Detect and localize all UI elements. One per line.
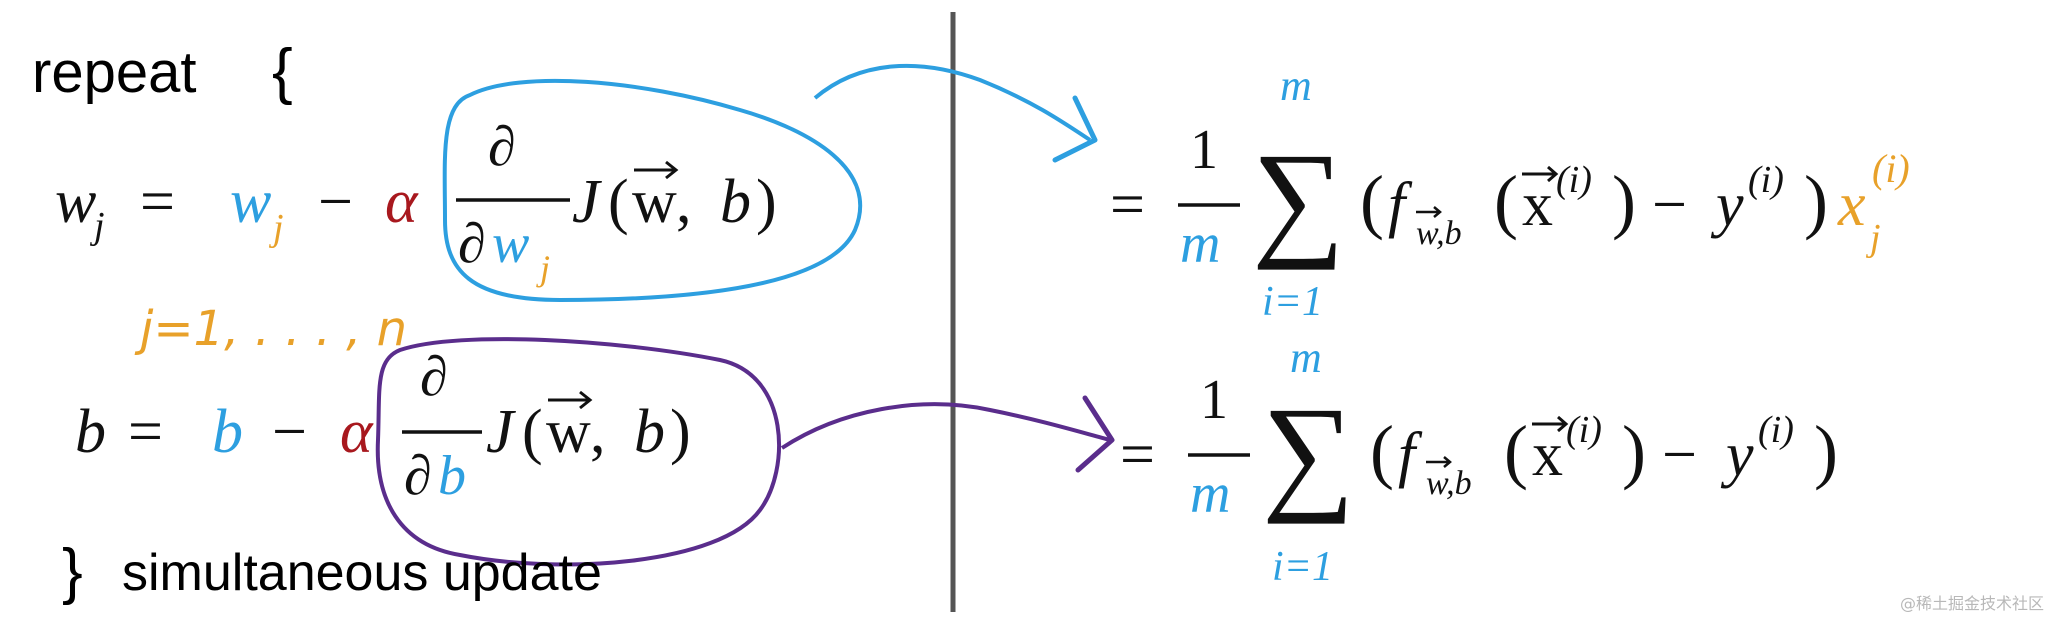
w-der-equals: = (1110, 171, 1145, 239)
w-der-x-sup: (i) (1556, 159, 1592, 201)
w-cost-J: J (572, 168, 602, 236)
w-cost-w: w (632, 168, 677, 236)
b-der-x-vector-arrow-icon (1532, 415, 1569, 433)
b-cost-b: b (634, 398, 665, 466)
w-der-x: x (1522, 171, 1553, 239)
b-der-m: m (1190, 463, 1230, 525)
j-range-text: j=1, . . . , n (134, 301, 407, 357)
b-der-minus: − (1662, 421, 1697, 489)
b-der-x: x (1532, 421, 1563, 489)
b-lhs: b (75, 398, 106, 466)
w-der-close: ) (1804, 161, 1828, 241)
w-derivative-equation: = 1 m m ∑ i=1 ( f w,b ( x (i) ) − y (i) … (1110, 61, 1910, 325)
b-rhs: b (212, 398, 243, 466)
w-update-equation: w j = w j − α ∂ ∂ w j J ( w , b ) (55, 116, 777, 288)
purple-highlight-circle (375, 337, 782, 567)
w-der-x-vector-arrow-icon (1522, 165, 1559, 183)
w-der-xj-sub: j (1865, 217, 1881, 259)
simultaneous-update-label: simultaneous update (122, 544, 602, 602)
w-der-sum-upper: m (1280, 61, 1312, 110)
w-cost-b: b (720, 168, 751, 236)
w-der-open: ( (1360, 161, 1384, 241)
b-der-y: y (1720, 421, 1754, 489)
w-der-one: 1 (1190, 119, 1218, 181)
blue-arrowhead-icon (1052, 95, 1098, 163)
open-brace: { (272, 37, 293, 106)
w-der-inner-close: ) (1612, 161, 1636, 241)
b-der-open: ( (1370, 411, 1394, 491)
w-der-xj: x (1837, 171, 1866, 239)
w-den-var: w (492, 213, 529, 275)
b-der-inner-open: ( (1504, 411, 1528, 491)
w-der-m: m (1180, 213, 1220, 275)
purple-arrow (780, 395, 1115, 473)
b-der-x-sup: (i) (1566, 409, 1602, 451)
b-der-equals: = (1120, 421, 1155, 489)
w-cost-close: ) (756, 168, 777, 236)
w-partial-den: ∂ (458, 213, 486, 275)
b-der-one: 1 (1200, 369, 1228, 431)
w-der-f-sub: w,b (1416, 215, 1462, 252)
j-range-note: j=1, . . . , n (134, 301, 407, 357)
b-cost-J: J (486, 398, 516, 466)
b-cost-sep: , (590, 398, 606, 466)
repeat-keyword: repeat (32, 40, 196, 105)
b-partial-den: ∂ (404, 445, 432, 507)
b-equals: = (128, 398, 163, 466)
w-equals: = (140, 168, 175, 236)
b-cost-vector-arrow-icon (548, 390, 593, 410)
w-der-inner-open: ( (1494, 161, 1518, 241)
b-alpha: α (340, 398, 374, 466)
b-der-sum-sign: ∑ (1262, 381, 1355, 525)
purple-arrowhead-icon (1075, 395, 1115, 473)
w-alpha: α (385, 168, 419, 236)
w-der-y: y (1710, 171, 1744, 239)
w-der-sum-lower: i=1 (1262, 279, 1323, 325)
w-der-sum-sign: ∑ (1252, 127, 1345, 271)
w-der-xj-sup: (i) (1872, 146, 1910, 191)
w-der-f: f (1388, 171, 1413, 239)
w-cost-open: ( (608, 168, 629, 236)
w-partial-num: ∂ (488, 116, 516, 178)
b-partial-num: ∂ (420, 346, 448, 408)
w-der-fsub-vector-arrow-icon (1416, 206, 1442, 218)
w-der-y-sup: (i) (1748, 159, 1784, 201)
b-cost-open: ( (522, 398, 543, 466)
b-der-inner-close: ) (1622, 411, 1646, 491)
b-der-fsub-vector-arrow-icon (1426, 456, 1452, 468)
blue-arrow (813, 63, 1098, 163)
b-der-sum-lower: i=1 (1272, 544, 1333, 590)
w-minus: − (318, 168, 353, 236)
w-den-sub: j (536, 248, 550, 288)
blue-highlight-circle (442, 78, 863, 303)
w-cost-vector-arrow-icon (634, 160, 679, 180)
b-der-close: ) (1814, 411, 1838, 491)
b-der-f-sub: w,b (1426, 465, 1472, 502)
w-lhs: w (55, 168, 96, 236)
b-der-f: f (1398, 421, 1423, 489)
b-derivative-equation: = 1 m m ∑ i=1 ( f w,b ( x (i) ) − y (i) … (1120, 333, 1838, 590)
w-der-minus: − (1652, 171, 1687, 239)
w-rhs: w (230, 168, 271, 236)
b-update-equation: b = b − α ∂ ∂ b J ( w , b ) (75, 346, 691, 507)
b-cost-w: w (546, 398, 591, 466)
b-der-sum-upper: m (1290, 333, 1322, 382)
b-der-y-sup: (i) (1758, 409, 1794, 451)
b-cost-close: ) (670, 398, 691, 466)
w-cost-sep: , (676, 168, 692, 236)
watermark: @稀土掘金技术社区 (1899, 594, 2044, 613)
b-minus: − (272, 398, 307, 466)
close-brace: } (62, 537, 83, 606)
b-den-var: b (438, 445, 466, 507)
